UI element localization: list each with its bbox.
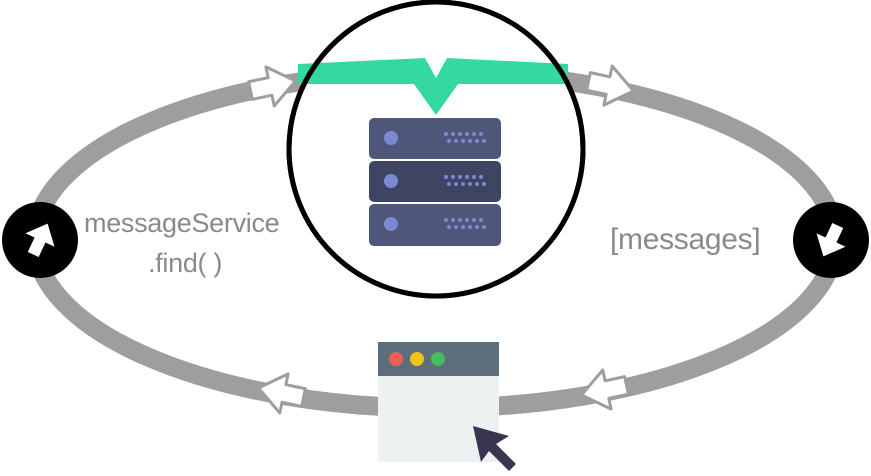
response-label: [messages] [610, 223, 761, 256]
cursor-arrow-icon [473, 426, 516, 471]
up-marker [2, 202, 78, 278]
flow-arrow-bottom-right-icon [580, 368, 630, 411]
arrow-down-icon [816, 222, 846, 257]
client-node [378, 342, 516, 471]
server-rack-icon [369, 118, 501, 246]
server-node [286, 0, 586, 299]
arrow-up-icon [25, 223, 55, 258]
down-marker [793, 202, 869, 278]
request-label-line2: .find( ) [148, 248, 223, 278]
server-accent-band [298, 58, 568, 115]
flow-arrow-top-right-icon [585, 64, 635, 107]
request-label-line1: messageService [84, 208, 280, 238]
flow-arrow-top-left-icon [247, 65, 297, 108]
flow-arrow-bottom-left-icon [257, 372, 307, 415]
